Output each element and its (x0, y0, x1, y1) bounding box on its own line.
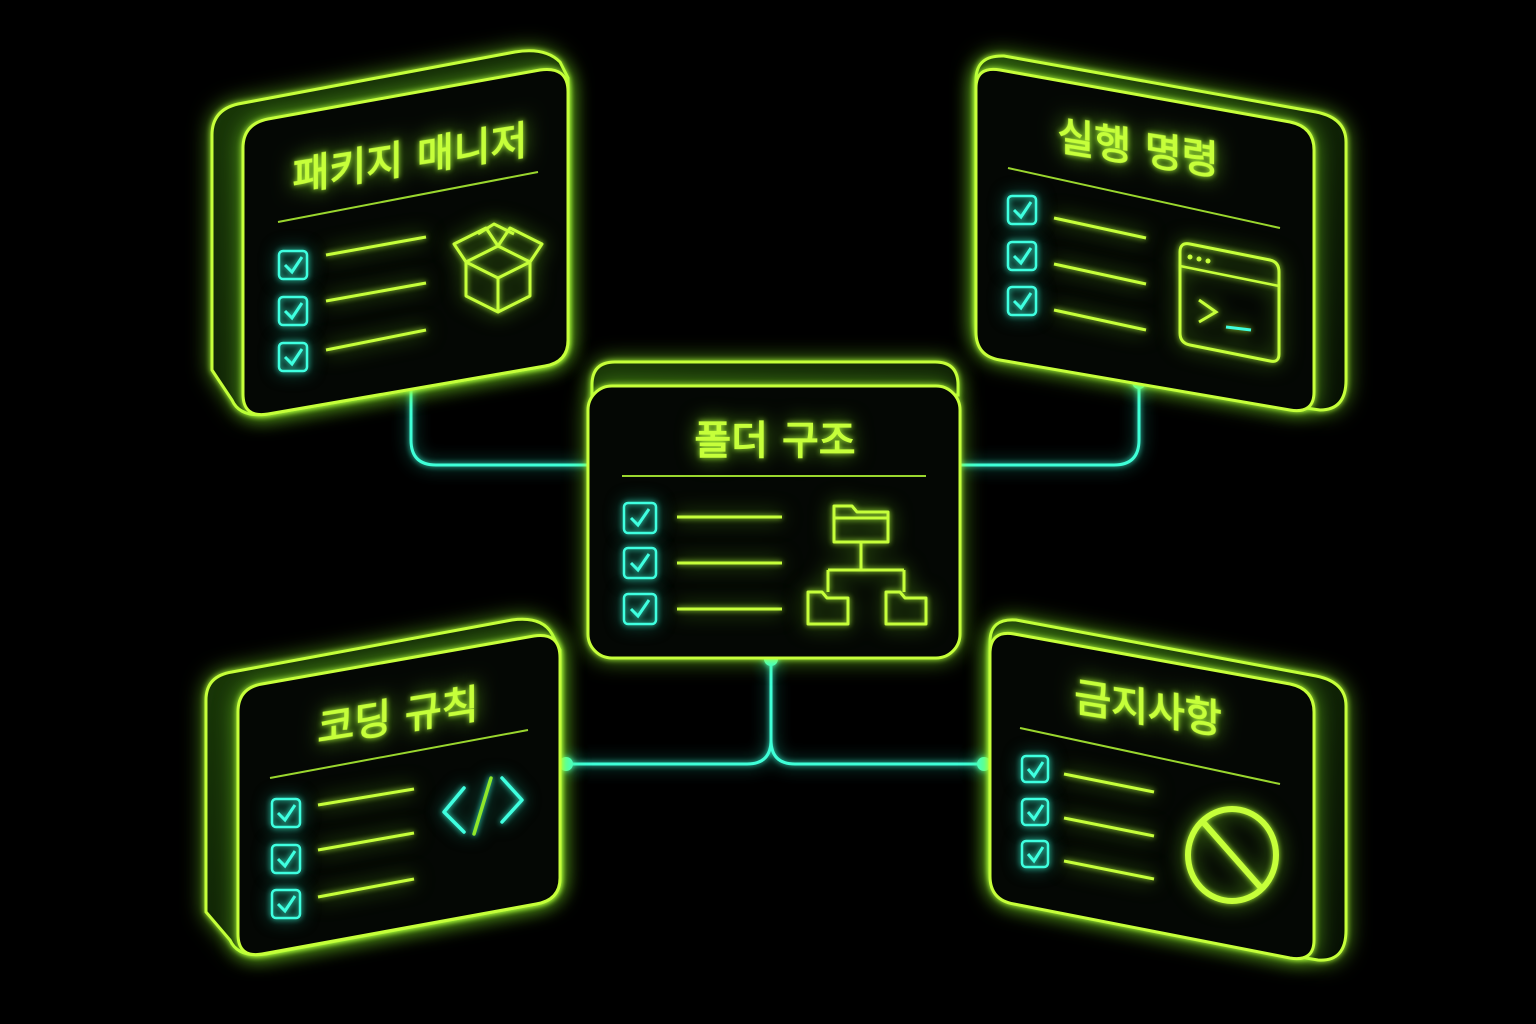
check-item (277, 295, 309, 327)
check-icon (1026, 804, 1045, 822)
card-divider (1019, 727, 1281, 785)
checkbox (270, 797, 302, 829)
card-face (236, 633, 562, 957)
card-run-commands: 실행 명령 (974, 54, 1348, 413)
card-divider (277, 171, 539, 223)
check-item-line (317, 787, 415, 807)
check-item (1020, 754, 1050, 784)
folder-tree-icon (806, 504, 928, 626)
edge-folder-to-prohibitions (769, 739, 984, 766)
check-icon (629, 553, 651, 573)
checklist (277, 235, 427, 373)
check-item-line (325, 235, 427, 257)
check-item (277, 249, 309, 281)
check-item (1006, 194, 1038, 226)
check-item (1006, 240, 1038, 272)
checkbox (622, 546, 658, 580)
checklist (1020, 754, 1155, 881)
check-item (270, 843, 302, 875)
check-item-line (325, 328, 427, 352)
card-package-manager: 패키지 매니저 (210, 49, 570, 417)
connector-lines (409, 382, 1141, 766)
check-icon (1012, 247, 1033, 266)
checkbox (277, 295, 309, 327)
checkbox (1006, 194, 1038, 226)
edge-folder-to-coding-rules (566, 659, 773, 766)
card-title: 폴더 구조 (694, 418, 855, 464)
checkbox (622, 592, 658, 626)
terminal-window-icon (1178, 242, 1281, 363)
checklist (622, 501, 782, 626)
check-item-line (317, 831, 415, 852)
card-divider (1007, 167, 1281, 229)
check-item-line (1063, 859, 1155, 881)
checkbox (1020, 797, 1050, 827)
checkbox (1020, 839, 1050, 869)
check-item (1020, 839, 1050, 869)
card-face (974, 67, 1316, 413)
check-item-line (1053, 262, 1147, 286)
card-coding-rules: 코딩 규칙 (204, 617, 562, 957)
check-icon (283, 256, 304, 275)
check-icon (276, 804, 297, 823)
check-icon (629, 508, 651, 528)
edge-folder-to-run-commands (960, 382, 1141, 467)
check-item-line (1053, 308, 1147, 332)
check-item (1020, 797, 1050, 827)
check-icon (276, 850, 297, 869)
card-divider (269, 729, 529, 779)
check-icon (276, 895, 297, 914)
check-item-line (1063, 772, 1155, 794)
check-icon (1026, 846, 1045, 864)
edge-folder-to-package-manager (409, 382, 588, 467)
check-item (1006, 285, 1038, 317)
checkbox (277, 249, 309, 281)
check-item (622, 592, 658, 626)
check-icon (283, 302, 304, 321)
check-item (270, 888, 302, 920)
checkbox (1006, 285, 1038, 317)
code-brackets-icon (442, 776, 524, 836)
check-icon (1012, 201, 1033, 220)
checkbox (270, 843, 302, 875)
check-icon (629, 599, 651, 619)
card-prohibitions: 금지사항 (988, 618, 1348, 962)
check-item (622, 546, 658, 580)
checklist (1006, 194, 1147, 332)
check-item-line (1053, 216, 1147, 240)
checklist (270, 787, 415, 920)
check-icon (1026, 761, 1045, 779)
prohibited-icon (1185, 806, 1279, 904)
check-item-line (317, 877, 415, 899)
check-icon (1012, 292, 1033, 311)
check-item (277, 341, 309, 373)
checkbox (1006, 240, 1038, 272)
checkbox (277, 341, 309, 373)
checkbox (1020, 754, 1050, 784)
check-item (622, 501, 658, 535)
card-face (586, 384, 962, 660)
check-item-line (325, 281, 427, 303)
card-folder-structure: 폴더 구조 (586, 360, 962, 660)
connector-dot-prohibitions (977, 757, 991, 771)
checkbox (270, 888, 302, 920)
check-item (270, 797, 302, 829)
check-icon (283, 348, 304, 367)
card-face (988, 631, 1316, 961)
connector-dot-coding-rules (559, 757, 573, 771)
open-box-icon (452, 222, 544, 314)
checkbox (622, 501, 658, 535)
check-item-line (1063, 816, 1155, 838)
